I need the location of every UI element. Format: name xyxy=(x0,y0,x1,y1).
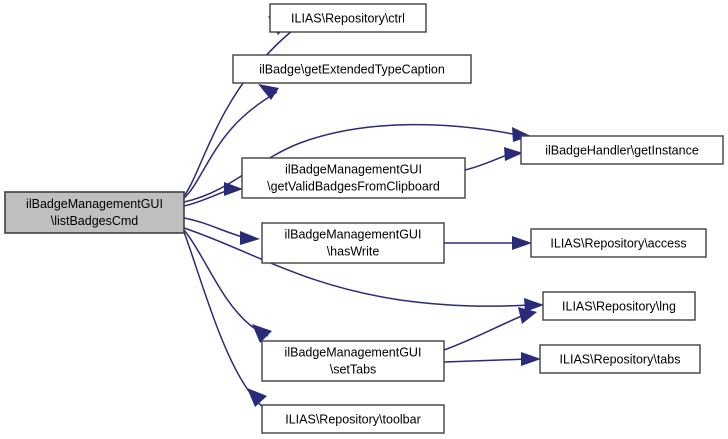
edges-layer xyxy=(183,16,544,408)
arrowhead-icon xyxy=(258,84,279,100)
node-label-line2: \getValidBadgesFromClipboard xyxy=(267,179,440,193)
node-box[interactable] xyxy=(269,3,427,33)
arrowhead-icon xyxy=(512,236,532,250)
edge-line xyxy=(443,314,525,351)
arrowhead-icon xyxy=(512,127,531,142)
edge-line xyxy=(183,91,278,199)
node-label-line1: ILIAS\Repository\tabs xyxy=(560,352,681,366)
arrowhead-icon xyxy=(240,231,260,245)
node-label-line1: ilBadgeHandler\getInstance xyxy=(545,143,699,157)
edge-line xyxy=(443,358,529,363)
arrowhead-icon xyxy=(518,307,537,324)
node-label-line1: ILIAS\Repository\lng xyxy=(562,299,676,313)
graph-node-getExtendedTypeCaption[interactable]: ilBadge\getExtendedTypeCaption xyxy=(232,54,472,84)
node-box[interactable] xyxy=(520,135,724,165)
node-label-line1: ILIAS\Repository\access xyxy=(550,236,686,250)
call-edge-root-to-toolbar xyxy=(183,231,267,408)
node-label-line1: ILIAS\Repository\ctrl xyxy=(291,11,405,25)
node-box[interactable] xyxy=(241,157,466,199)
arrowhead-icon xyxy=(504,147,523,161)
call-edge-root-to-lng xyxy=(183,227,544,312)
graph-node-ctrl[interactable]: ILIAS\Repository\ctrl xyxy=(269,3,427,33)
call-edge-getValidBadgesFromClipboard-to-getInstance xyxy=(464,147,523,171)
graph-node-toolbar[interactable]: ILIAS\Repository\toolbar xyxy=(261,404,445,434)
call-edge-setTabs-to-tabs xyxy=(443,352,541,366)
arrowhead-icon xyxy=(524,298,544,312)
edge-line xyxy=(183,227,532,307)
node-box[interactable] xyxy=(539,344,701,374)
edge-line xyxy=(183,217,247,239)
graph-node-access[interactable]: ILIAS\Repository\access xyxy=(530,228,707,258)
graph-node-hasWrite[interactable]: ilBadgeManagementGUI \hasWrite xyxy=(261,222,445,264)
node-box[interactable] xyxy=(4,191,185,234)
arrowhead-icon xyxy=(247,388,267,407)
call-edge-setTabs-to-lng xyxy=(443,307,537,351)
arrowhead-icon xyxy=(252,324,272,343)
graph-node-getInstance[interactable]: ilBadgeHandler\getInstance xyxy=(520,135,724,165)
node-box[interactable] xyxy=(530,228,707,258)
edge-line xyxy=(183,229,269,337)
node-box[interactable] xyxy=(232,54,472,84)
node-label-line1: ilBadgeManagementGUI xyxy=(26,197,163,211)
call-edge-root-to-getValidBadgesFromClipboard xyxy=(183,182,243,207)
node-label-line1: ilBadgeManagementGUI xyxy=(285,227,422,241)
call-edge-root-to-hasWrite xyxy=(183,217,260,245)
call-edge-hasWrite-to-access xyxy=(444,236,532,250)
arrowhead-icon xyxy=(521,352,541,366)
node-label-line2: \listBadgesCmd xyxy=(51,214,139,228)
node-label-line2: \hasWrite xyxy=(327,244,380,258)
graph-node-tabs[interactable]: ILIAS\Repository\tabs xyxy=(539,344,701,374)
node-box[interactable] xyxy=(261,404,445,434)
node-label-line2: \setTabs xyxy=(330,362,377,376)
node-box[interactable] xyxy=(542,291,696,321)
call-edge-root-to-getExtendedTypeCaption xyxy=(183,84,279,199)
node-box[interactable] xyxy=(261,340,445,382)
node-label-line1: ilBadgeManagementGUI xyxy=(285,162,422,176)
graph-node-root[interactable]: ilBadgeManagementGUI \listBadgesCmd xyxy=(4,191,185,234)
node-label-line1: ILIAS\Repository\toolbar xyxy=(285,412,421,426)
nodes-layer: ilBadgeManagementGUI\listBadgesCmdILIAS\… xyxy=(4,3,724,434)
node-label-line1: ilBadgeManagementGUI xyxy=(285,345,422,359)
node-label-line1: ilBadge\getExtendedTypeCaption xyxy=(259,62,445,76)
graph-node-getValidBadgesFromClipboard[interactable]: ilBadgeManagementGUI \getValidBadgesFromC… xyxy=(241,157,466,199)
graph-node-lng[interactable]: ILIAS\Repository\lng xyxy=(542,291,696,321)
graph-node-setTabs[interactable]: ilBadgeManagementGUI \setTabs xyxy=(261,340,445,382)
arrowhead-icon xyxy=(224,182,243,196)
edge-line xyxy=(183,231,264,408)
node-box[interactable] xyxy=(261,222,445,264)
call-edge-root-to-setTabs xyxy=(183,229,272,343)
